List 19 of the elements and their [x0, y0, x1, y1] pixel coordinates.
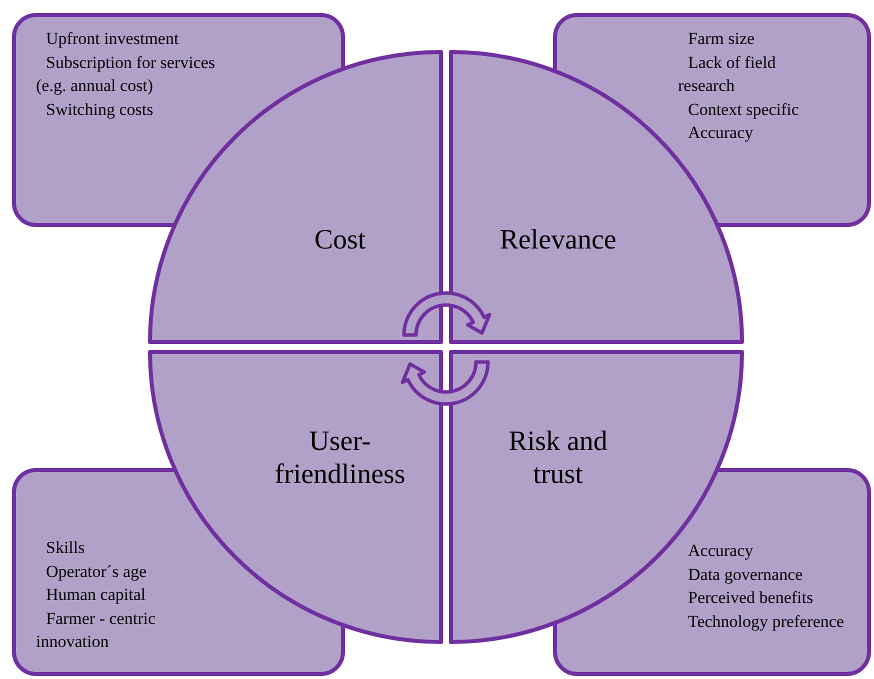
category-label: Relevance	[498, 224, 618, 256]
factor-item: Upfront investment	[45, 28, 180, 50]
factor-item: Data governance	[687, 564, 804, 586]
factor-item: Switching costs	[45, 98, 154, 121]
factor-item: Operator´s age	[45, 560, 148, 583]
factor-item: Farmer - centric innovation	[36, 608, 156, 653]
factor-item: Farm size	[687, 28, 756, 50]
category-label: Cost	[313, 224, 367, 256]
factor-item: Accuracy	[687, 122, 754, 144]
factor-item: Technology preference	[687, 610, 845, 633]
factor-item: Context specific	[687, 98, 800, 121]
factor-item: Skills	[45, 537, 86, 559]
factor-item: Accuracy	[687, 540, 754, 562]
factor-item: Human capital	[45, 584, 147, 606]
category-label: User-friendliness	[274, 425, 406, 491]
factor-item: Perceived benefits	[687, 587, 814, 609]
category-label: Risk and trust	[508, 425, 608, 491]
factor-item: Lack of field research	[678, 52, 777, 97]
factor-item: Subscription for services (e.g. annual cost)	[36, 52, 216, 97]
